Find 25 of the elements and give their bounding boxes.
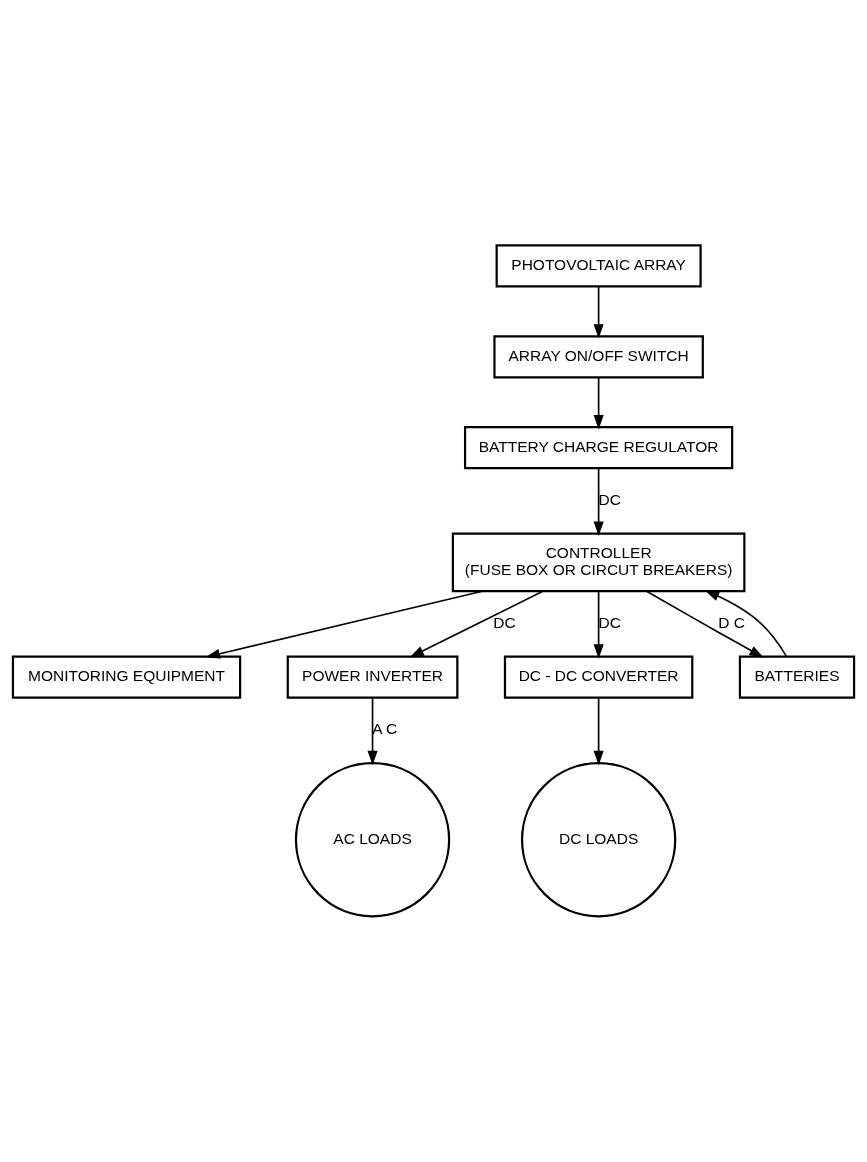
- arrow: [593, 590, 604, 659]
- arrow: [593, 467, 604, 536]
- arrow: [645, 590, 764, 658]
- node-circle: AC LOADS: [294, 762, 451, 918]
- node-box: DC - DC CONVERTER: [503, 655, 694, 699]
- edge-label: DC: [598, 490, 621, 508]
- arrow: [367, 697, 378, 766]
- arrow: [593, 376, 604, 430]
- arrow: [593, 697, 604, 766]
- edge-label: A C: [372, 720, 398, 738]
- edge-label: DC: [598, 613, 621, 631]
- node-box: BATTERY CHARGE REGULATOR: [463, 426, 734, 470]
- edge-label: D C: [718, 613, 745, 631]
- arrow: [409, 590, 544, 658]
- arrow: [593, 285, 604, 339]
- node-box: MONITORING EQUIPMENT: [11, 655, 242, 699]
- edge-label: DC: [493, 613, 516, 631]
- arrow: [704, 590, 788, 658]
- node-circle: DC LOADS: [520, 762, 677, 918]
- node-box: POWER INVERTER: [286, 655, 459, 699]
- node-box: CONTROLLER (FUSE BOX OR CIRCUT BREAKERS): [451, 532, 746, 593]
- node-box: PHOTOVOLTAIC ARRAY: [495, 244, 702, 288]
- node-box: BATTERIES: [738, 655, 856, 699]
- arrow: [205, 590, 484, 659]
- node-box: ARRAY ON/OFF SWITCH: [493, 335, 704, 379]
